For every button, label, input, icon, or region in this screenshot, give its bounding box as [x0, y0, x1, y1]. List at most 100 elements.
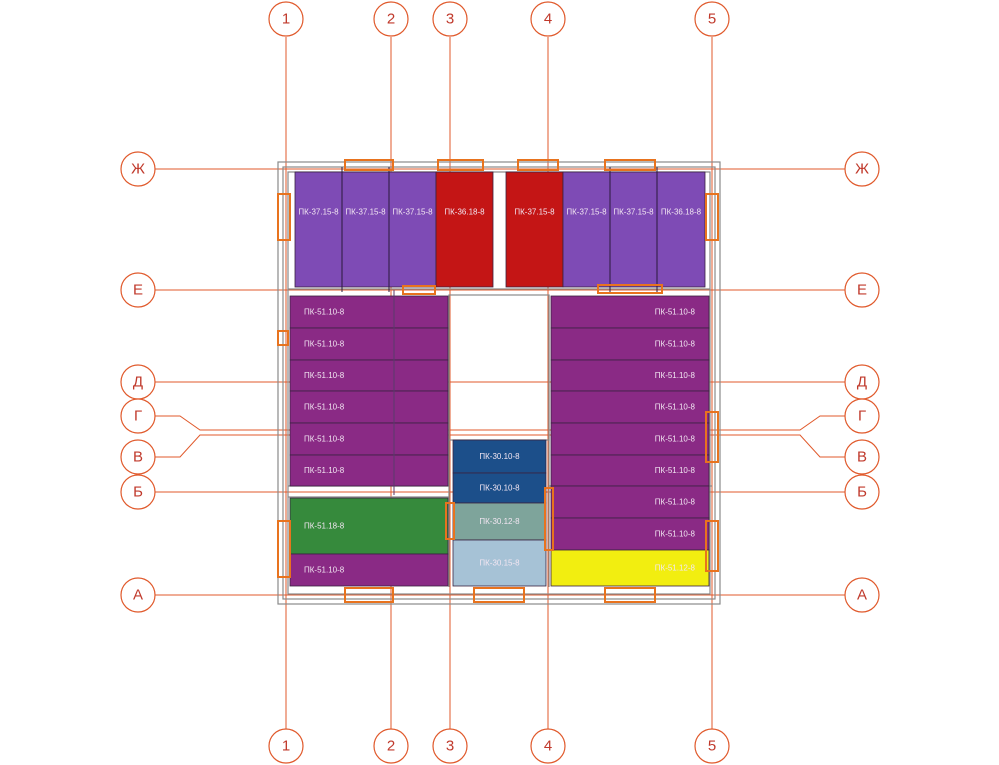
slab-s6: ПК-37.15-8	[562, 171, 611, 288]
axis-label: Д	[857, 374, 867, 391]
slab-fill	[452, 502, 547, 541]
slab-label: ПК-51.10-8	[304, 403, 345, 412]
axis-bubble-5-bottom: 5	[694, 728, 730, 764]
slab-l4: ПК-51.10-8	[289, 390, 449, 424]
slab-s3: ПК-37.15-8	[388, 171, 437, 288]
axis-bubble-Ж-right: Ж	[844, 151, 880, 187]
slab-r8: ПК-51.10-8	[550, 517, 710, 551]
slab-s2: ПК-37.15-8	[341, 171, 390, 288]
axis-label: 2	[387, 11, 395, 28]
slab-label: ПК-51.10-8	[655, 308, 696, 317]
slab-fill	[550, 359, 710, 392]
axis-bubble-А-left: А	[120, 577, 156, 613]
slab-r6: ПК-51.10-8	[550, 454, 710, 487]
axis-bubble-1-bottom: 1	[268, 728, 304, 764]
slab-fill	[550, 327, 710, 361]
axis-bubble-4-top: 4	[530, 1, 566, 37]
slab-label: ПК-51.10-8	[655, 371, 696, 380]
slab-l7: ПК-51.18-8	[289, 497, 449, 555]
lintels	[277, 159, 719, 603]
slab-label: ПК-51.10-8	[655, 498, 696, 507]
slab-label: ПК-51.10-8	[655, 435, 696, 444]
slab-s7: ПК-37.15-8	[609, 171, 658, 288]
slab-l8: ПК-51.10-8	[289, 553, 449, 587]
axis-label: А	[133, 587, 143, 604]
slab-c1: ПК-30.10-8	[452, 439, 547, 474]
slab-r5: ПК-51.10-8	[550, 422, 710, 456]
slab-label: ПК-37.15-8	[613, 208, 654, 217]
axis-label: Ж	[855, 161, 869, 178]
axis-bubble-2-bottom: 2	[373, 728, 409, 764]
slab-fill	[452, 439, 547, 474]
lintel-7	[597, 284, 663, 294]
lintel-3	[604, 159, 656, 171]
axis-bubble-Е-left: Е	[120, 272, 156, 308]
slab-label: ПК-51.10-8	[304, 340, 345, 349]
slab-s8: ПК-36.18-8	[656, 171, 706, 288]
slab-fill	[452, 539, 547, 587]
slab-label: ПК-51.10-8	[655, 466, 696, 475]
slab-label: ПК-37.15-8	[566, 208, 607, 217]
slab-fill	[294, 171, 343, 288]
axis-bubble-4-bottom: 4	[530, 728, 566, 764]
slab-label: ПК-37.15-8	[514, 208, 555, 217]
axis-label: Д	[133, 374, 143, 391]
slab-fill	[289, 295, 449, 329]
slab-fill	[550, 390, 710, 424]
slab-fill	[550, 485, 710, 519]
slab-fill	[656, 171, 706, 288]
lintel-15	[445, 502, 455, 540]
slab-label: ПК-51.10-8	[304, 566, 345, 575]
axis-label: 4	[544, 11, 552, 28]
axis-bubble-2-top: 2	[373, 1, 409, 37]
axis-label: А	[857, 587, 867, 604]
lintel-10	[277, 520, 291, 578]
slab-fill	[550, 454, 710, 487]
slab-fill	[562, 171, 611, 288]
slab-c4: ПК-30.15-8	[452, 539, 547, 587]
slab-fill	[550, 422, 710, 456]
lintel-11	[705, 520, 719, 572]
slab-label: ПК-51.10-8	[304, 371, 345, 380]
slab-r1: ПК-51.10-8	[550, 295, 710, 329]
axis-bubble-Е-right: Е	[844, 272, 880, 308]
axis-line-В	[154, 434, 846, 458]
axis-label: 1	[282, 738, 290, 755]
slab-label: ПК-37.15-8	[345, 208, 386, 217]
slab-fill	[550, 517, 710, 551]
slab-fill	[289, 390, 449, 424]
axis-label: Б	[133, 484, 143, 501]
outer-wall-2	[287, 171, 711, 595]
slab-label: ПК-51.10-8	[655, 530, 696, 539]
slab-l6: ПК-51.10-8	[289, 454, 449, 487]
slab-label: ПК-37.15-8	[392, 208, 433, 217]
slab-s4: ПК-36.18-8	[435, 171, 494, 288]
slab-fill	[505, 171, 564, 288]
axis-label: 1	[282, 11, 290, 28]
slab-label: ПК-51.18-8	[304, 522, 345, 531]
slab-fill	[550, 549, 710, 587]
lintel-14	[604, 587, 656, 603]
slab-label: ПК-36.18-8	[661, 208, 702, 217]
axis-bubble-Г-right: Г	[844, 398, 880, 434]
slab-r9: ПК-51.12-8	[550, 549, 710, 587]
axis-label: 3	[446, 11, 454, 28]
slab-label: ПК-30.12-8	[479, 517, 520, 526]
slab-label: ПК-37.15-8	[298, 208, 339, 217]
axis-label: Е	[857, 282, 867, 299]
lintel-2	[517, 159, 559, 171]
outer-wall-0	[277, 161, 721, 605]
slab-fill	[550, 295, 710, 329]
slab-label: ПК-30.15-8	[479, 559, 520, 568]
slab-label: ПК-51.10-8	[304, 466, 345, 475]
slab-label: ПК-51.10-8	[304, 435, 345, 444]
slab-s1: ПК-37.15-8	[294, 171, 343, 288]
slab-label: ПК-30.10-8	[479, 484, 520, 493]
slab-l3: ПК-51.10-8	[289, 359, 449, 392]
axis-label: Ж	[131, 161, 145, 178]
slab-fill	[289, 497, 449, 555]
axis-label: 4	[544, 738, 552, 755]
